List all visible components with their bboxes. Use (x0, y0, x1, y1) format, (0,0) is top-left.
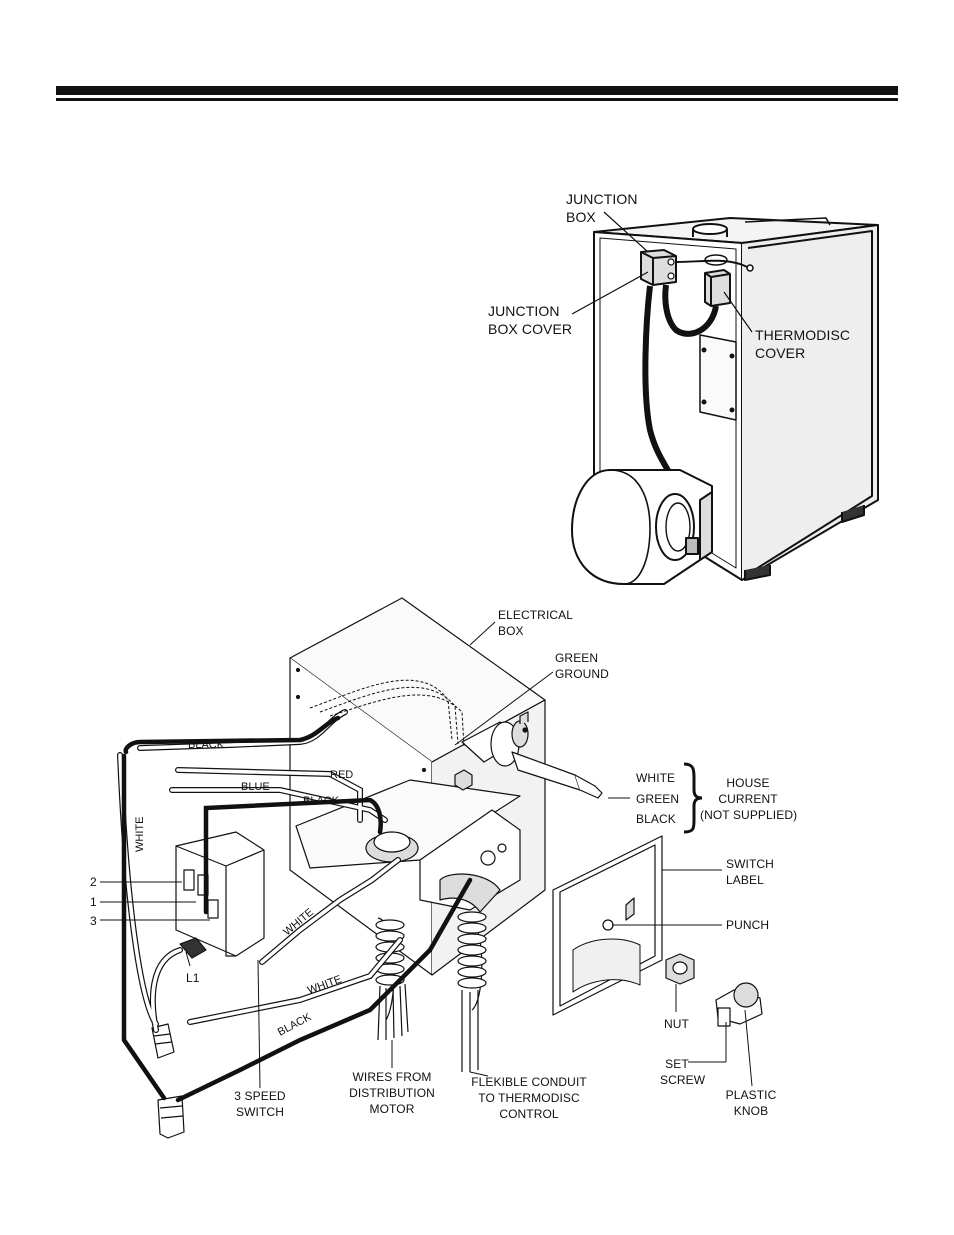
label-thermodisc-cover: THERMODISC COVER (755, 327, 851, 361)
label-nut: NUT (664, 1017, 689, 1031)
label-black: BLACK (636, 812, 676, 826)
label-junction-box-cover: JUNCTION BOX COVER (488, 303, 573, 337)
label-set-screw: SET SCREW (660, 1057, 706, 1087)
label-green-ground: GREEN GROUND (555, 651, 609, 681)
label-3-speed-switch: 3 SPEED SWITCH (234, 1089, 286, 1119)
label-terminal-1: 1 (90, 895, 97, 909)
label-terminal-3: 3 (90, 914, 97, 928)
label-white: WHITE (636, 771, 676, 785)
label-punch: PUNCH (726, 918, 770, 932)
wire-label-black-top: BLACK (188, 739, 225, 751)
wire-label-red: RED (330, 769, 353, 781)
label-flexible-conduit: FLEKIBLE CONDUIT TO THERMODISC CONTROL (471, 1075, 587, 1121)
label-green: GREEN (636, 792, 680, 806)
wire-label-blue: BLUE (241, 781, 270, 793)
label-wires-from-motor: WIRES FROM DISTRIBUTION MOTOR (349, 1070, 435, 1116)
label-junction-box: JUNCTION BOX (566, 191, 638, 225)
header-rule-thin (56, 98, 898, 101)
label-house-current: HOUSE CURRENT (NOT SUPPLIED) (700, 776, 798, 822)
label-switch-label: SWITCH LABEL (726, 857, 774, 887)
wire-label-white-left: WHITE (134, 817, 146, 852)
label-l1: L1 (186, 971, 200, 985)
label-electrical-box: ELECTRICAL BOX (498, 608, 574, 638)
label-plastic-knob: PLASTIC KNOB (725, 1088, 777, 1118)
wire-label-black-inner: BLACK (303, 795, 340, 807)
label-terminal-2: 2 (90, 875, 97, 889)
header-rule-thick (56, 86, 898, 95)
